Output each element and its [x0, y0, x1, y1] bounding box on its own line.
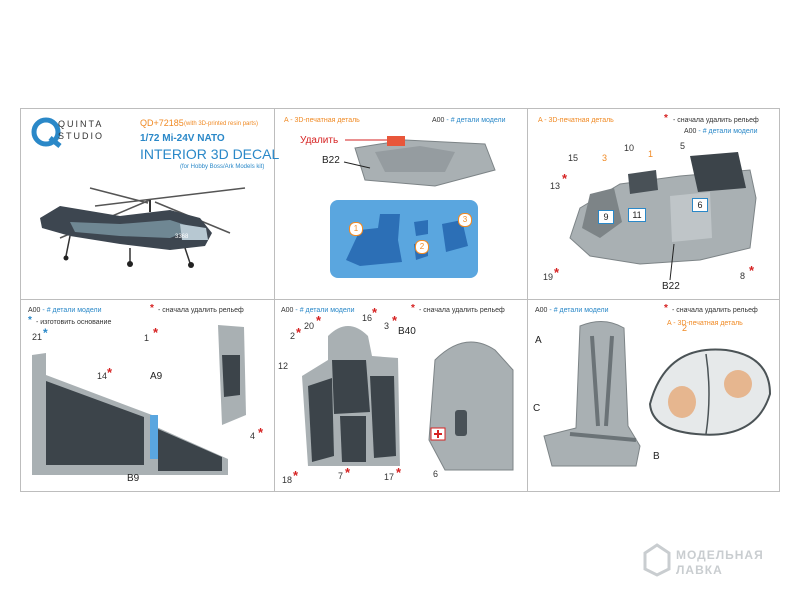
product-title: INTERIOR 3D DECAL [140, 146, 280, 162]
label-2: 2 [290, 331, 296, 341]
relief-star-icon: * [107, 365, 113, 380]
relief-star-icon: * [664, 113, 668, 124]
label-3: 3 [602, 153, 608, 163]
remove-label: Удалить [300, 135, 339, 146]
relief-star-icon: * [411, 303, 415, 314]
legend-base: - изготовить основание [36, 319, 112, 326]
legend-relief: - сначала удалить рельеф [672, 307, 758, 314]
legend-printed: A - 3D-печатная деталь [284, 117, 360, 124]
canopy-image [648, 348, 772, 436]
label-6: 6 [433, 469, 439, 479]
legend-model: A00 - # детали модели [535, 307, 609, 314]
divider [527, 108, 528, 492]
seat-label-b: B [653, 451, 660, 462]
legend-model: A00 - # детали модели [684, 128, 758, 135]
label-8: 8 [740, 271, 746, 281]
part-b22-label: B22 [662, 281, 680, 292]
relief-star-icon: * [562, 171, 568, 186]
relief-star-icon: * [345, 465, 351, 480]
quinta-logo-icon [31, 117, 62, 148]
product-code: QD+72185 [140, 118, 184, 128]
label-19: 19 [543, 272, 554, 282]
relief-star-icon: * [316, 313, 322, 328]
label-10: 10 [624, 143, 635, 153]
label-12: 12 [278, 361, 289, 371]
seat-image [543, 321, 641, 467]
relief-star-icon: * [296, 325, 302, 340]
label-9: 9 [598, 210, 614, 224]
relief-star-icon: * [258, 425, 264, 440]
seat-label-a: A [535, 335, 542, 346]
base-star-icon: * [28, 315, 32, 326]
legend-relief: - сначала удалить рельеф [419, 307, 505, 314]
seat-label-c: C [533, 403, 541, 414]
callout-2: 2 [415, 240, 429, 254]
legend-relief: - сначала удалить рельеф [158, 307, 244, 314]
relief-star-icon: * [392, 313, 398, 328]
relief-star-icon: * [396, 465, 402, 480]
watermark-logo-icon [643, 543, 671, 577]
divider [20, 299, 780, 300]
legend-model: A00 - # детали модели [432, 117, 506, 124]
label-15: 15 [568, 153, 579, 163]
instruction-sheet [20, 108, 780, 492]
label-17: 17 [384, 472, 395, 482]
legend-printed: A - 3D-печатная деталь [538, 117, 614, 124]
label-18: 18 [282, 475, 293, 485]
product-code-note: (with 3D-printed resin parts) [184, 121, 259, 127]
legend-model: A00 - # детали модели [281, 307, 355, 314]
legend-model: A00 - # детали модели [28, 307, 102, 314]
instrument-panel-image [302, 326, 400, 466]
label-5: 5 [680, 141, 686, 151]
brand-line1: QUINTA [58, 119, 104, 129]
label-11: 11 [628, 208, 646, 222]
part-b22-label: B22 [322, 155, 340, 166]
relief-star-icon: * [664, 303, 668, 314]
label-21: 21 [32, 332, 43, 342]
divider [274, 108, 275, 492]
label-16: 16 [362, 313, 373, 323]
relief-star-icon: * [372, 305, 378, 320]
svg-text:3368: 3368 [175, 234, 189, 240]
brand-line2: STUDIO [58, 131, 105, 141]
label-6: 6 [692, 198, 708, 212]
legend-relief: - сначала удалить рельеф [673, 117, 759, 124]
part-a9-label: A9 [150, 371, 163, 382]
label-7: 7 [338, 471, 344, 481]
label-20: 20 [304, 321, 315, 331]
part-b9-label: B9 [127, 473, 140, 484]
cockpit-tub-image [569, 152, 757, 265]
relief-star-icon: * [150, 303, 154, 314]
bulkhead-image [428, 341, 514, 471]
leader-line [669, 243, 675, 281]
relief-star-icon: * [153, 325, 159, 340]
watermark-line1: МОДЕЛЬНАЯ [676, 548, 764, 562]
relief-star-icon: * [554, 265, 560, 280]
callout-1: 1 [349, 222, 363, 236]
printed-parts-image [330, 200, 478, 278]
base-star-icon: * [43, 326, 48, 340]
label-1: 1 [144, 333, 150, 343]
leader-line [343, 161, 371, 169]
kit-note: (for Hobby Boss/Ark Models kit) [180, 164, 265, 170]
label-3: 3 [384, 321, 390, 331]
label-14: 14 [97, 371, 108, 381]
scale-model: 1/72 Mi-24V NATO [140, 133, 225, 144]
part-b40-label: B40 [398, 326, 416, 337]
tub-part-image [345, 136, 496, 187]
label-13: 13 [550, 181, 561, 191]
canopy-label-2: 2 [682, 323, 688, 333]
watermark-line2: ЛАВКА [676, 563, 723, 577]
relief-star-icon: * [749, 263, 755, 278]
legend-printed: A - 3D-печатная деталь [667, 320, 743, 327]
label-1: 1 [648, 149, 654, 159]
helicopter-image: 3368 [40, 187, 246, 268]
callout-3: 3 [458, 213, 472, 227]
relief-star-icon: * [293, 468, 299, 483]
label-4: 4 [250, 431, 256, 441]
side-console-image [32, 325, 246, 475]
